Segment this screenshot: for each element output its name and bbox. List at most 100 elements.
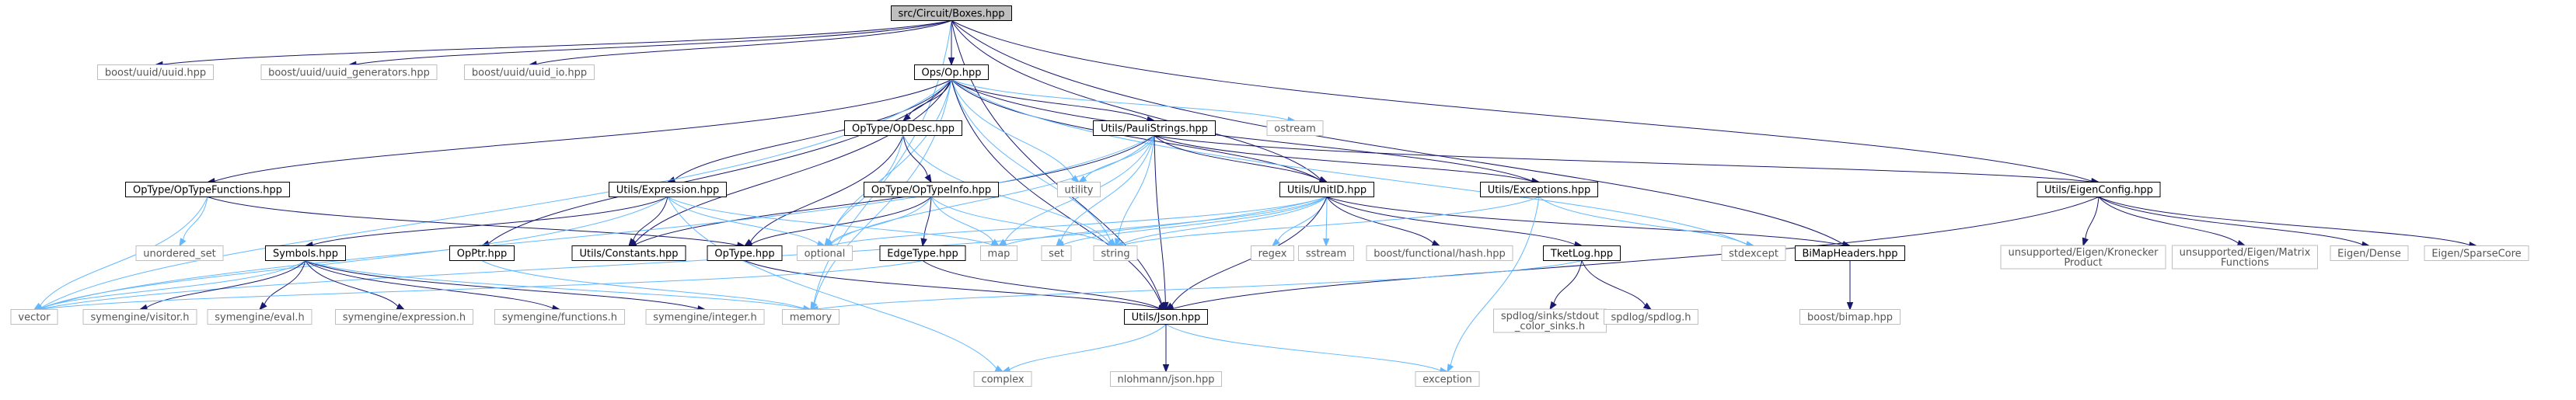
node-tketlog[interactable]: TketLog.hpp bbox=[1543, 245, 1621, 261]
node-label: sstream bbox=[1306, 249, 1346, 260]
edge-eigenconfig-to-eigendense bbox=[2098, 197, 2371, 248]
node-box bbox=[1041, 245, 1072, 261]
node-label: unordered_set bbox=[143, 249, 215, 260]
node-box bbox=[1795, 245, 1905, 261]
node-label: vector bbox=[18, 312, 51, 324]
edge-pauli-to-json bbox=[1154, 135, 1169, 311]
node-box bbox=[879, 245, 966, 261]
node-bimapheaders[interactable]: BiMapHeaders.hpp bbox=[1795, 245, 1905, 261]
node-label: string bbox=[1101, 249, 1129, 260]
node-label: boost/uuid/uuid.hpp bbox=[105, 68, 206, 79]
node-label: ostream bbox=[1274, 123, 1316, 135]
node-stdexcept: stdexcept bbox=[1721, 245, 1786, 261]
node-constants[interactable]: Utils/Constants.hpp bbox=[571, 245, 686, 261]
node-json[interactable]: Utils/Json.hpp bbox=[1124, 309, 1208, 325]
node-box bbox=[1298, 245, 1354, 261]
node-label: utility bbox=[1065, 185, 1094, 197]
edge-boxes-to-uuidgen bbox=[347, 20, 952, 68]
node-map: map bbox=[980, 245, 1017, 261]
node-label: spdlog/spdlog.h bbox=[1611, 312, 1691, 324]
node-optional: optional bbox=[797, 245, 853, 261]
node-box bbox=[1110, 371, 1222, 387]
node-box bbox=[449, 245, 515, 261]
edge-op-to-constants bbox=[627, 79, 952, 247]
node-expression[interactable]: Utils/Expression.hpp bbox=[609, 182, 727, 197]
node-symfunc: symengine/functions.h bbox=[494, 309, 625, 325]
node-box bbox=[97, 64, 214, 80]
node-optypehpp[interactable]: OpType.hpp bbox=[707, 245, 783, 261]
node-label: Utils/UnitID.hpp bbox=[1287, 185, 1367, 197]
edge-opdesc-to-optypeinfo bbox=[902, 135, 932, 183]
node-label: Eigen/Dense bbox=[2337, 249, 2401, 260]
edge-optypeinfo-to-string bbox=[930, 197, 1117, 248]
node-box bbox=[335, 309, 473, 325]
edge-opptr-to-memory bbox=[481, 260, 812, 312]
node-boosthash: boost/functional/hash.hpp bbox=[1366, 245, 1513, 261]
node-label: OpType/OpTypeFunctions.hpp bbox=[133, 185, 282, 197]
edge-op-to-stdexcept bbox=[951, 79, 1755, 248]
node-box bbox=[125, 182, 290, 197]
node-box bbox=[645, 309, 765, 325]
node-label: Utils/Constants.hpp bbox=[579, 249, 678, 260]
node-uuidgen: boost/uuid/uuid_generators.hpp bbox=[260, 64, 438, 80]
edge-tketlog-to-spdlog bbox=[1581, 260, 1653, 311]
node-exceptions[interactable]: Utils/Exceptions.hpp bbox=[1480, 182, 1598, 197]
node-label: nlohmann/json.hpp bbox=[1118, 374, 1215, 386]
node-box bbox=[2330, 245, 2409, 261]
node-optypefn[interactable]: OpType/OpTypeFunctions.hpp bbox=[125, 182, 290, 197]
node-eigenconfig[interactable]: Utils/EigenConfig.hpp bbox=[2037, 182, 2161, 197]
node-optypeinfo[interactable]: OpType/OpTypeInfo.hpp bbox=[864, 182, 999, 197]
node-spdlog: spdlog/spdlog.h bbox=[1604, 309, 1698, 325]
node-label: Utils/Exceptions.hpp bbox=[1488, 185, 1591, 197]
node-opdesc[interactable]: OpType/OpDesc.hpp bbox=[844, 120, 962, 136]
edge-pauli-to-string bbox=[1115, 135, 1155, 247]
node-box bbox=[1251, 245, 1294, 261]
edge-symbols-to-eval bbox=[259, 260, 306, 311]
node-label: Utils/Expression.hpp bbox=[616, 185, 719, 197]
node-label: symengine/functions.h bbox=[502, 312, 617, 324]
node-complex: complex bbox=[973, 371, 1032, 387]
node-opptr[interactable]: OpPtr.hpp bbox=[449, 245, 515, 261]
node-label: spdlog/sinks/stdout bbox=[1501, 311, 1599, 322]
node-box bbox=[494, 309, 625, 325]
node-string: string bbox=[1093, 245, 1138, 261]
node-label: exception bbox=[1422, 374, 1472, 386]
node-label: Eigen/SparseCore bbox=[2431, 249, 2521, 260]
node-box bbox=[265, 245, 346, 261]
edge-op-to-ostream bbox=[951, 79, 1297, 123]
edge-symbols-to-symfunc bbox=[305, 260, 561, 311]
node-boxes[interactable]: src/Circuit/Boxes.hpp bbox=[891, 5, 1012, 21]
node-op[interactable]: Ops/Op.hpp bbox=[914, 64, 989, 80]
node-visitor: symengine/visitor.h bbox=[82, 309, 197, 325]
node-box bbox=[1093, 120, 1216, 136]
node-box bbox=[609, 182, 727, 197]
node-box bbox=[1266, 120, 1324, 136]
node-box bbox=[464, 64, 595, 80]
node-box bbox=[1721, 245, 1786, 261]
node-vector: vector bbox=[10, 309, 58, 325]
node-label: complex bbox=[981, 374, 1024, 386]
node-box bbox=[82, 309, 197, 325]
edge-boxes-to-uuid bbox=[154, 20, 952, 68]
edge-pauli-to-eigenconfig bbox=[1154, 135, 2100, 186]
node-uuid: boost/uuid/uuid.hpp bbox=[97, 64, 214, 80]
node-box bbox=[864, 182, 999, 197]
node-label: stdexcept bbox=[1729, 249, 1778, 260]
node-edgetype[interactable]: EdgeType.hpp bbox=[879, 245, 966, 261]
node-pauli[interactable]: Utils/PauliStrings.hpp bbox=[1093, 120, 1216, 136]
node-label: Utils/Json.hpp bbox=[1132, 312, 1201, 324]
node-label: EdgeType.hpp bbox=[887, 249, 958, 260]
node-regex: regex bbox=[1251, 245, 1294, 261]
node-symbols[interactable]: Symbols.hpp bbox=[265, 245, 346, 261]
node-box bbox=[914, 64, 989, 80]
edge-exceptions-to-exception bbox=[1447, 197, 1540, 373]
node-box bbox=[1543, 245, 1621, 261]
edge-op-to-opptr bbox=[480, 79, 952, 247]
node-unitid[interactable]: Utils/UnitID.hpp bbox=[1279, 182, 1374, 197]
node-box bbox=[2000, 245, 2166, 270]
node-box bbox=[973, 371, 1032, 387]
edge-op-to-exceptions bbox=[951, 79, 1541, 185]
edge-boxes-to-bimapheaders bbox=[951, 20, 1852, 248]
